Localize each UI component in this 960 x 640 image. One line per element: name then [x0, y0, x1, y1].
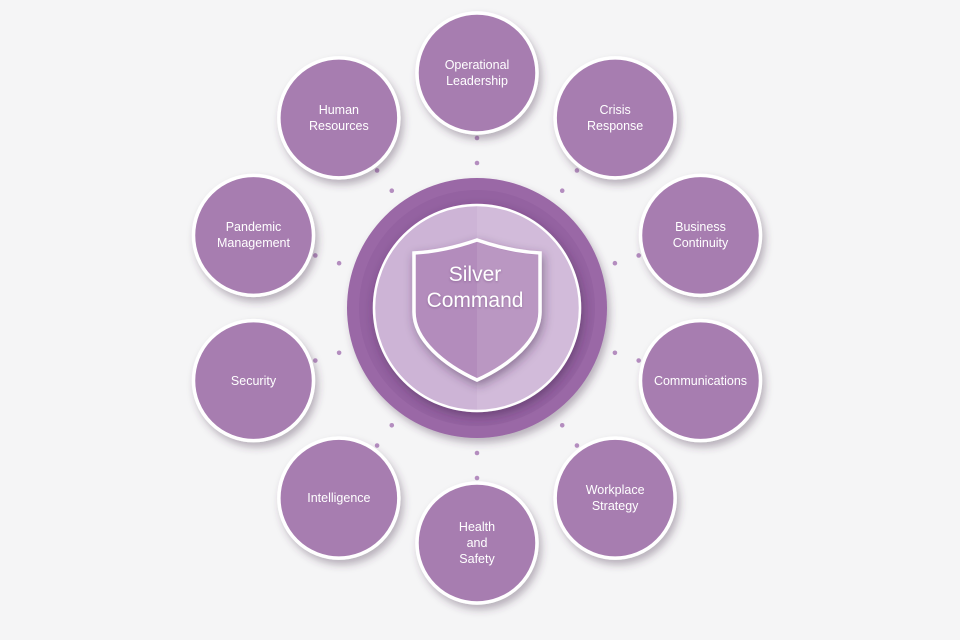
- connector-dot: [612, 350, 618, 356]
- node-circle-business-continuity: [638, 173, 763, 298]
- connector-dot: [389, 423, 395, 428]
- connector-dot: [474, 450, 480, 456]
- connector-dot: [374, 168, 380, 173]
- node-circle-pandemic-management: [191, 173, 316, 298]
- connector-dot: [336, 260, 342, 266]
- node-circle-crisis-response: [553, 56, 677, 180]
- center-title: Silver Command: [426, 263, 524, 312]
- connector-dot: [374, 443, 380, 448]
- node-label-crisis-response: Crisis Response: [586, 102, 644, 133]
- connector-dot: [474, 135, 480, 141]
- connector-dot: [474, 160, 480, 166]
- connector-dot: [612, 260, 618, 266]
- node-label-intelligence: Intelligence: [307, 491, 371, 506]
- connector-dot: [636, 358, 641, 363]
- connector-dot: [574, 168, 580, 173]
- shield-shade: [477, 242, 538, 378]
- node-circle-security: [191, 318, 316, 443]
- node-label-health-and-safety: Health and Safety: [458, 520, 496, 566]
- connector-dot: [313, 358, 318, 363]
- nodes-layer: [191, 11, 763, 605]
- node-label-security: Security: [230, 373, 277, 388]
- node-circle-intelligence: [277, 436, 401, 560]
- connector-dot: [559, 188, 565, 193]
- node-label-communications: Communications: [653, 373, 748, 388]
- connector-dot: [336, 350, 342, 356]
- connector-dot: [636, 253, 641, 258]
- node-label-operational-leadership: Operational Leadership: [444, 58, 510, 88]
- node-label-workplace-strategy: Workplace Strategy: [585, 483, 645, 514]
- connector-dot: [389, 188, 395, 193]
- connector-dot: [313, 253, 318, 258]
- node-label-business-continuity: Business Continuity: [672, 220, 729, 251]
- node-circle-operational-leadership: [415, 11, 539, 135]
- node-label-pandemic-management: Pandemic Management: [217, 220, 290, 251]
- node-circle-health-and-safety: [415, 481, 539, 605]
- node-label-human-resources: Human Resources: [308, 102, 369, 133]
- node-circle-workplace-strategy: [553, 436, 677, 560]
- connector-dot: [559, 423, 565, 428]
- connector-dot: [474, 475, 480, 481]
- node-circle-communications: [638, 318, 763, 443]
- node-circle-human-resources: [277, 56, 401, 180]
- shield-icon: [412, 238, 542, 382]
- center-hub: [347, 178, 607, 438]
- connector-dot: [574, 443, 580, 448]
